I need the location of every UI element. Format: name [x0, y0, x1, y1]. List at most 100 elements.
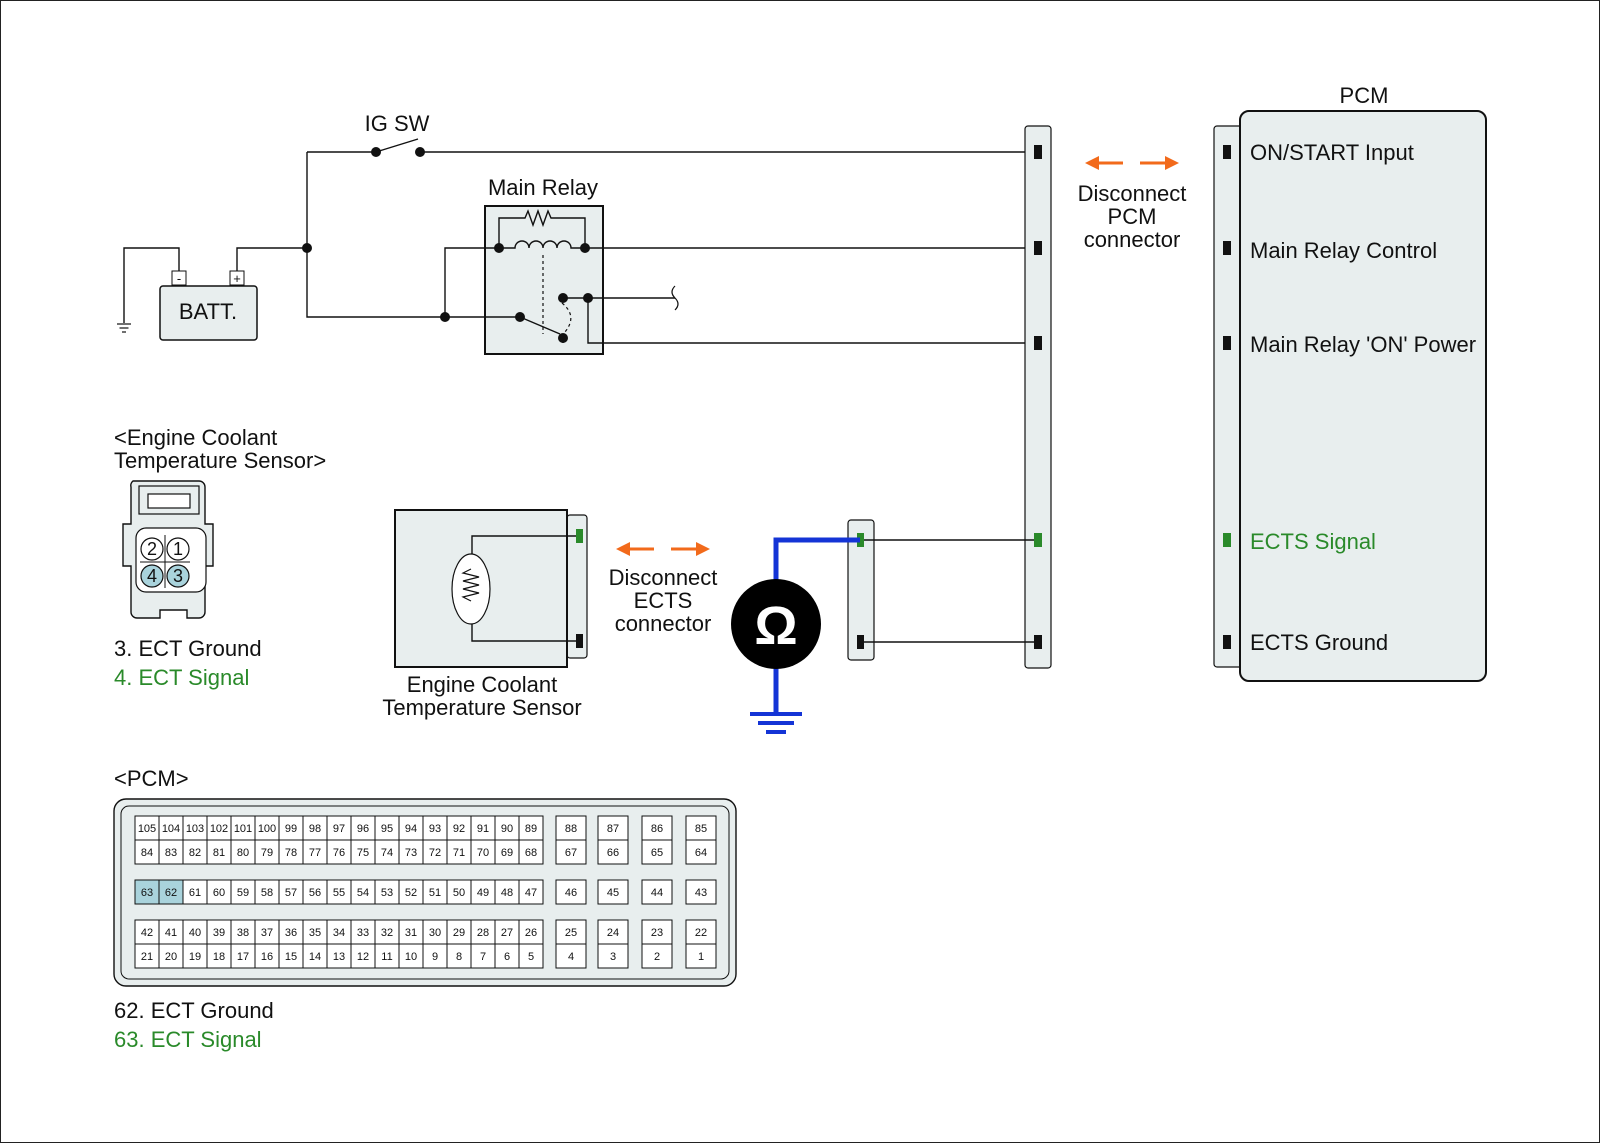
- pcm-pin-number: 42: [141, 927, 153, 939]
- ect-legend-signal: 4. ECT Signal: [114, 665, 249, 690]
- pcm-pin-cell: [230, 943, 256, 969]
- pcm-pin-number: 82: [189, 847, 201, 859]
- pcm-pin-cell: [374, 943, 400, 969]
- pcm-pin-number: 22: [695, 927, 707, 939]
- ground-symbol: [750, 712, 802, 734]
- pcm-pin-number: 16: [261, 951, 273, 963]
- pcm-pin-number: 88: [565, 823, 577, 835]
- battery-ground-symbol: [117, 323, 131, 333]
- pcm-pin-number: 2: [654, 951, 660, 963]
- pcm-pin-cell: [470, 839, 496, 865]
- pcm-pin-cell: [597, 943, 629, 969]
- pcm-pin-cell: [641, 815, 673, 841]
- pcm-pin-cell: [685, 943, 717, 969]
- pcm-pin-number: 52: [405, 887, 417, 899]
- pcm-pin-cell: [398, 879, 424, 905]
- pcm-pin-number: 6: [504, 951, 510, 963]
- pcm-pin-cell: [446, 839, 472, 865]
- ect-pin-3: 3: [173, 566, 183, 586]
- pcm-pin-number: 54: [357, 887, 369, 899]
- pcm-pin-number: 36: [285, 927, 297, 939]
- pcm-pin-cell: [641, 879, 673, 905]
- battery: BATT. - +: [159, 270, 258, 341]
- pcm-pin-number: 33: [357, 927, 369, 939]
- pcm-pin-cell: [278, 943, 304, 969]
- pcm-pin-number: 79: [261, 847, 273, 859]
- pcm-pin-cell: [230, 919, 256, 945]
- pcm-pin-number: 71: [453, 847, 465, 859]
- pcm-pin-number: 90: [501, 823, 513, 835]
- pcm-pin-cell: [134, 879, 160, 905]
- battery-plus-label: +: [233, 271, 241, 286]
- pcm-pin-number: 91: [477, 823, 489, 835]
- pcm-pin-ects-ground: ECTS Ground: [1250, 630, 1388, 655]
- disconnect-ects-line3: connector: [615, 611, 712, 636]
- pcm-pin-number: 64: [695, 847, 707, 859]
- harness-connector-bar: [1024, 125, 1052, 669]
- pcm-pin-cell: [494, 839, 520, 865]
- pcm-pin-number: 51: [429, 887, 441, 899]
- pcm-pin-number: 29: [453, 927, 465, 939]
- pcm-pin-cell: [158, 839, 184, 865]
- pcm-pin-number: 9: [432, 951, 438, 963]
- pcm-pin-number: 59: [237, 887, 249, 899]
- pcm-pin-number: 81: [213, 847, 225, 859]
- pcm-pin-number: 46: [565, 887, 577, 899]
- pcm-pin-number: 84: [141, 847, 153, 859]
- pcm-pin-cell: [685, 879, 717, 905]
- pcm-pin-cell: [206, 879, 232, 905]
- pcm-pin-number: 44: [651, 887, 663, 899]
- disconnect-ects-line1: Disconnect: [609, 565, 718, 590]
- pcm-pin-cell: [597, 879, 629, 905]
- pcm-pin-cell: [350, 879, 376, 905]
- pcm-pin-number: 4: [568, 951, 574, 963]
- pcm-pin-cell: [685, 815, 717, 841]
- pcm-pin-number: 7: [480, 951, 486, 963]
- pcm-pin-number: 75: [357, 847, 369, 859]
- pcm-pin-cell: [398, 815, 424, 841]
- pcm-pin-number: 3: [610, 951, 616, 963]
- pcm-pin-number: 60: [213, 887, 225, 899]
- pcm-pin-number: 103: [186, 823, 204, 835]
- pcm-pin-number: 14: [309, 951, 321, 963]
- ect-view-title-2: Temperature Sensor>: [114, 448, 326, 473]
- pcm-pin-cell: [182, 879, 208, 905]
- pcm-pin-cell: [158, 943, 184, 969]
- pcm-pin-number: 94: [405, 823, 417, 835]
- pcm-pin-number: 50: [453, 887, 465, 899]
- pcm-pin-number: 43: [695, 887, 707, 899]
- ect-sensor: [394, 509, 588, 668]
- pcm-pin-cell: [302, 839, 328, 865]
- pcm-pin-number: 30: [429, 927, 441, 939]
- pcm-pin-number: 98: [309, 823, 321, 835]
- pcm-pin-cell: [685, 839, 717, 865]
- ect-legend-ground: 3. ECT Ground: [114, 636, 262, 661]
- pcm-pin-cell: [641, 839, 673, 865]
- main-relay: [484, 205, 604, 355]
- pcm-pin-number: 69: [501, 847, 513, 859]
- pcm-pin-number: 66: [607, 847, 619, 859]
- pcm-pin-number: 34: [333, 927, 345, 939]
- pcm-pin-cell: [374, 919, 400, 945]
- pcm-pin-ects-signal: ECTS Signal: [1250, 529, 1376, 554]
- pcm-pin-cell: [350, 919, 376, 945]
- pcm-pin-number: 55: [333, 887, 345, 899]
- pcm-pin-cell: [254, 839, 280, 865]
- pcm-pin-number: 92: [453, 823, 465, 835]
- disconnect-pcm-line2: PCM: [1108, 204, 1157, 229]
- pcm-pin-cell: [278, 815, 304, 841]
- pcm-pin-cell: [555, 839, 587, 865]
- pcm-pin-cell: [230, 879, 256, 905]
- ect-pin-2: 2: [147, 539, 157, 559]
- pcm-pin-number: 39: [213, 927, 225, 939]
- pcm-pin-number: 37: [261, 927, 273, 939]
- battery-label: BATT.: [179, 299, 237, 324]
- pcm-pin-cell: [278, 919, 304, 945]
- pcm-title: PCM: [1340, 83, 1389, 108]
- disconnect-ects-arrows: [616, 542, 710, 556]
- pcm-pin-number: 17: [237, 951, 249, 963]
- pcm-pin-number: 35: [309, 927, 321, 939]
- pcm-pin-number: 57: [285, 887, 297, 899]
- ohm-symbol: Ω: [754, 596, 797, 656]
- pcm-pin-cell: [597, 839, 629, 865]
